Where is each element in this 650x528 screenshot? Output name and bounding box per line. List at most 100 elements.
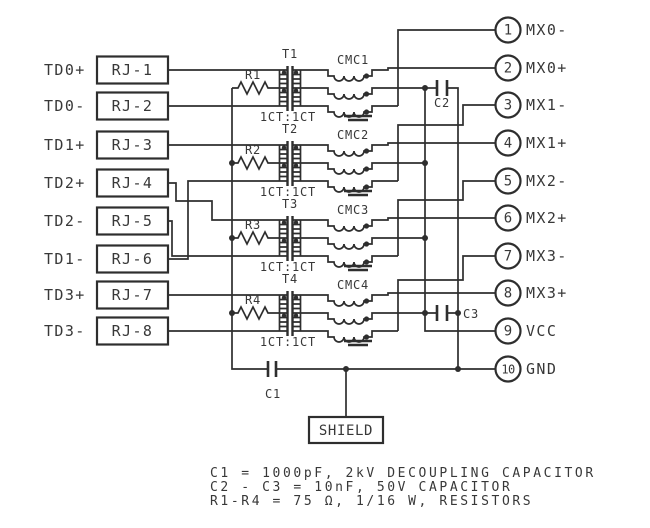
pin-number: 5 xyxy=(504,174,512,190)
input-wires xyxy=(168,69,280,332)
row-rj8: TD3- RJ-8 xyxy=(44,316,170,346)
pin-circle xyxy=(494,129,522,157)
note-line-1: C1 = 1000pF, 2kV DECOUPLING CAPACITOR xyxy=(210,466,596,481)
signal-label: TD2- xyxy=(44,212,86,230)
wire-rj5-crossover xyxy=(168,220,280,257)
pin-label: MX3- xyxy=(526,247,568,265)
pin-number: 6 xyxy=(504,211,512,227)
pin-number: 2 xyxy=(504,61,512,77)
c3-plates xyxy=(435,305,449,321)
channel-2: T2 CMC2 R2 1CT:1CT xyxy=(230,122,497,199)
pin-circle xyxy=(494,355,522,383)
note-line-2: C2 - C3 = 10nF, 50V CAPACITOR xyxy=(210,480,512,495)
junction-dot xyxy=(343,366,349,372)
wire-rj6-crossover xyxy=(168,180,280,260)
transformer-label: T4 xyxy=(282,272,298,286)
capacitor-c2: C2 xyxy=(425,80,450,110)
pin-number: 4 xyxy=(504,136,512,152)
choke-label: CMC3 xyxy=(337,203,369,217)
signal-label: TD0+ xyxy=(44,61,86,79)
rj-pin-box xyxy=(95,244,170,274)
pin-number: 8 xyxy=(504,286,512,302)
capacitor-c3: C3 xyxy=(425,305,478,321)
pin-label: MX1- xyxy=(526,96,568,114)
pin-5: 5 MX2- xyxy=(494,167,568,195)
transformer-label: T2 xyxy=(282,122,298,136)
pin-number: 7 xyxy=(504,249,512,265)
turns-ratio-label: 1CT:1CT xyxy=(260,185,316,199)
pin-1: 1 MX0- xyxy=(494,16,568,44)
resistor-label: R4 xyxy=(245,293,261,307)
pin-circle xyxy=(494,242,522,270)
left-io: TD0+ RJ-1 TD0- RJ-2 TD1+ RJ-3 TD2+ RJ-4 … xyxy=(44,55,170,346)
signal-label: TD2+ xyxy=(44,174,86,192)
pin7-link xyxy=(397,255,496,331)
junction-dot xyxy=(455,366,461,372)
row-rj4: TD2+ RJ-4 xyxy=(44,168,170,198)
junction-dot xyxy=(455,310,461,316)
channel-1: T1 CMC1 R1 1CT:1CT xyxy=(230,47,497,124)
pin-circle xyxy=(494,54,522,82)
signal-label: TD0- xyxy=(44,97,86,115)
pin-7: 7 MX3- xyxy=(494,242,568,270)
choke-label: CMC1 xyxy=(337,53,369,67)
rj-pin-label: RJ-1 xyxy=(112,61,154,79)
pin-circle xyxy=(494,91,522,119)
pin-label: GND xyxy=(526,360,557,378)
wire-rj4-crossover xyxy=(168,182,280,221)
pin-label: MX0+ xyxy=(526,59,568,77)
pin-label: MX2- xyxy=(526,172,568,190)
pin-label: MX1+ xyxy=(526,134,568,152)
row-rj1: TD0+ RJ-1 xyxy=(44,55,170,85)
resistor-label: R3 xyxy=(245,218,261,232)
pin-number: 10 xyxy=(501,363,515,377)
channel-4: T4 CMC4 R4 1CT:1CT xyxy=(230,272,497,349)
rj-pin-label: RJ-4 xyxy=(112,174,154,192)
pin-4: 4 MX1+ xyxy=(494,129,568,157)
pin-8: 8 MX3+ xyxy=(494,279,566,307)
rj-pin-label: RJ-5 xyxy=(112,212,154,230)
bus-wires xyxy=(231,29,496,370)
row-rj3: TD1+ RJ-3 xyxy=(44,130,170,160)
capacitor-c1: C1 xyxy=(265,361,281,401)
rj-pin-box xyxy=(95,168,170,198)
rj-pin-label: RJ-2 xyxy=(112,97,154,115)
row-rj7: TD3+ RJ-7 xyxy=(44,280,170,310)
c1-label: C1 xyxy=(265,387,281,401)
rj-pin-box xyxy=(95,55,170,85)
rj-pin-label: RJ-8 xyxy=(112,322,154,340)
note-line-3: R1-R4 = 75 Ω, 1/16 W, RESISTORS xyxy=(210,494,533,509)
pin1-link xyxy=(397,29,496,106)
pin-number: 9 xyxy=(504,324,512,340)
pin-circle xyxy=(494,279,522,307)
choke-label: CMC2 xyxy=(337,128,369,142)
rj-pin-box xyxy=(95,280,170,310)
pin-number: 1 xyxy=(504,23,512,39)
signal-label: TD1+ xyxy=(44,136,86,154)
turns-ratio-label: 1CT:1CT xyxy=(260,335,316,349)
c2-plates xyxy=(435,80,449,96)
pin-label: MX2+ xyxy=(526,209,568,227)
pin-circle xyxy=(494,317,522,345)
resistor-label: R1 xyxy=(245,68,261,82)
signal-label: TD3- xyxy=(44,322,86,340)
row-rj6: TD1- RJ-6 xyxy=(44,244,170,274)
c2-label: C2 xyxy=(434,96,450,110)
turns-ratio-label: 1CT:1CT xyxy=(260,260,316,274)
pin-circle xyxy=(494,167,522,195)
signal-label: TD1- xyxy=(44,250,86,268)
component-notes: C1 = 1000pF, 2kV DECOUPLING CAPACITOR C2… xyxy=(210,466,596,509)
turns-ratio-label: 1CT:1CT xyxy=(260,110,316,124)
shield: SHIELD xyxy=(307,369,385,445)
pin-6: 6 MX2+ xyxy=(494,204,568,232)
row-rj5: TD2- RJ-5 xyxy=(44,206,170,236)
rj-pin-label: RJ-6 xyxy=(112,250,154,268)
rj-pin-box xyxy=(95,91,170,121)
channel-3: T3 CMC3 R3 1CT:1CT xyxy=(230,197,497,274)
pin-label: MX0- xyxy=(526,21,568,39)
shield-box xyxy=(307,415,385,445)
signal-label: TD3+ xyxy=(44,286,86,304)
row-rj2: TD0- RJ-2 xyxy=(44,91,170,121)
pin-2: 2 MX0+ xyxy=(494,54,568,82)
